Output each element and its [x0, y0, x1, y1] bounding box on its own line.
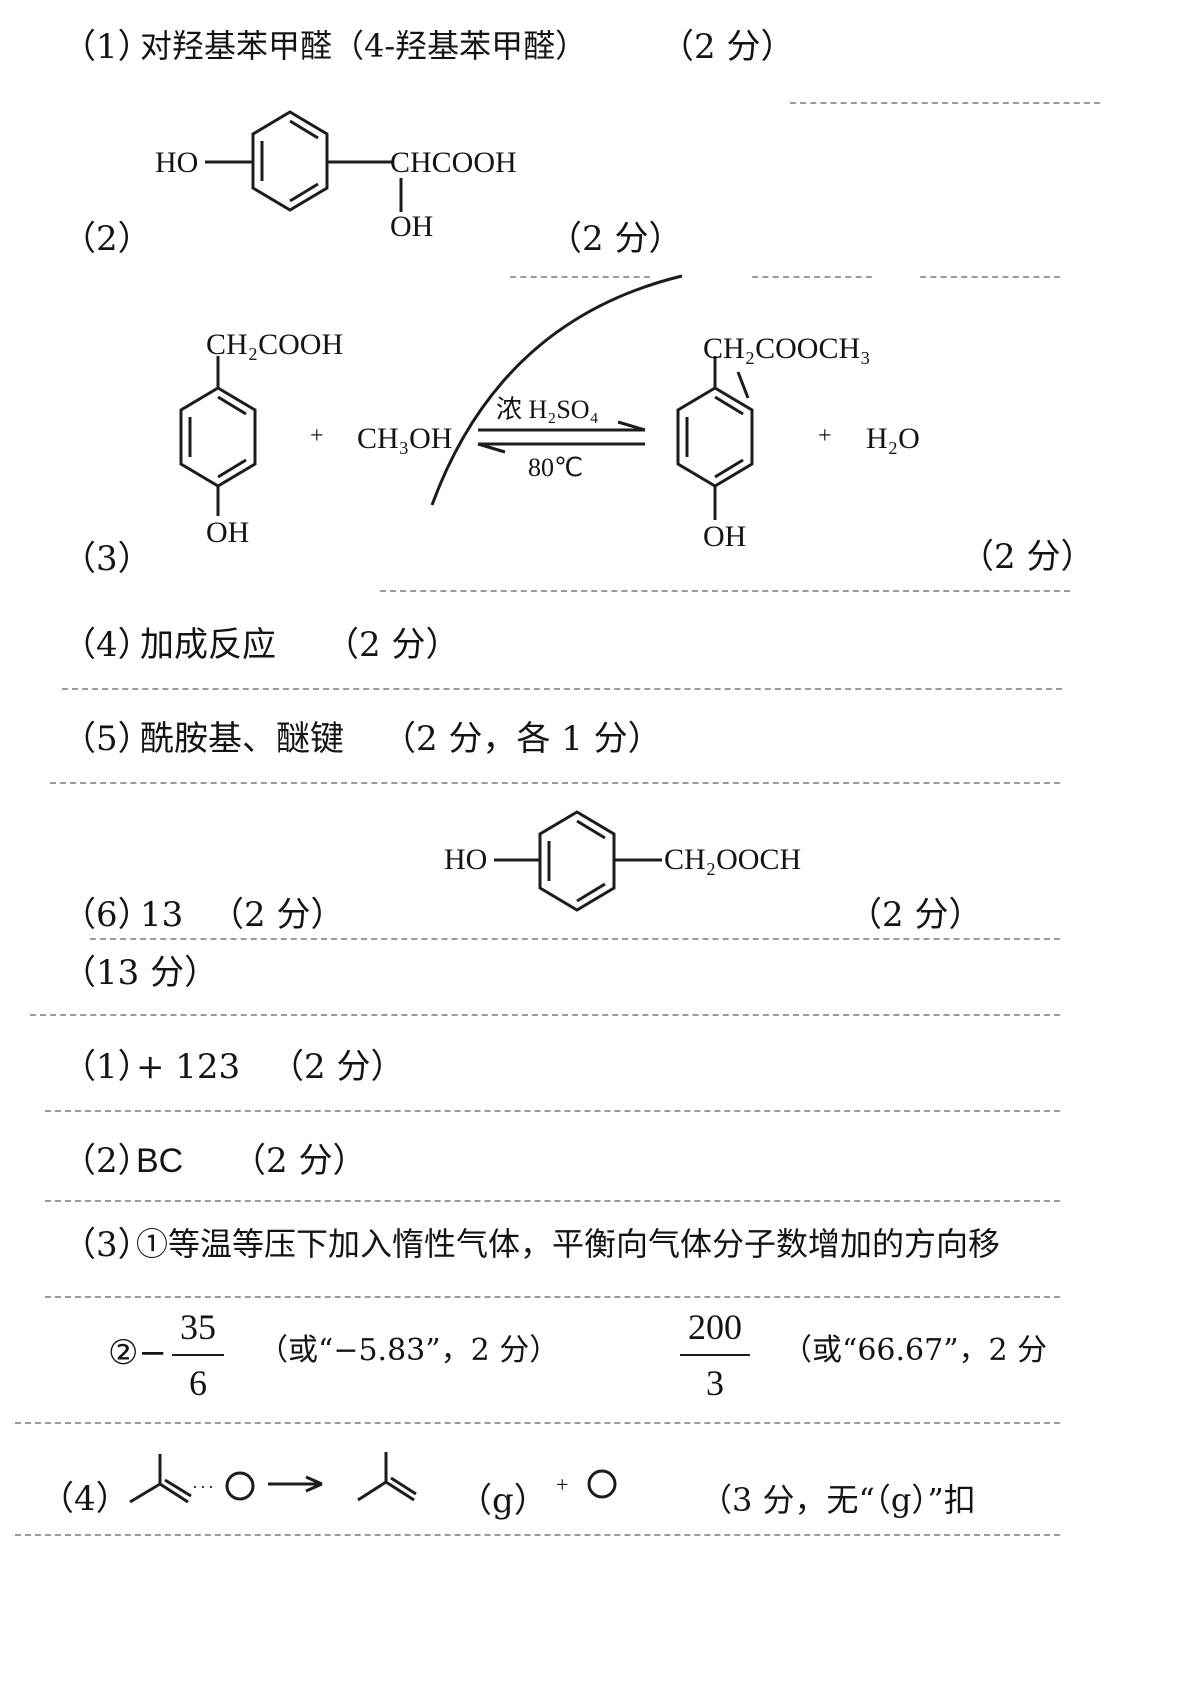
q6-score: （2 分）	[210, 895, 345, 935]
p2-score: （2 分）	[232, 1141, 367, 1181]
fraction-numerator: 200	[688, 1307, 742, 1347]
q3-number: （3）	[62, 539, 152, 579]
p2-answer: BC	[136, 1142, 184, 1180]
divider	[45, 1296, 1060, 1298]
p4-dots: ···	[192, 1477, 216, 1497]
divider	[510, 276, 650, 278]
section2-total: （13 分）	[62, 953, 219, 993]
q3-plus: +	[310, 423, 324, 449]
fraction-35-over-6: 35 6	[172, 1306, 224, 1404]
q6-benzene-ring	[494, 810, 662, 912]
p2-number: （2）	[62, 1141, 152, 1181]
q6-struct-score: （2 分）	[848, 895, 983, 935]
q3-condition-temp: 80℃	[528, 453, 584, 482]
p3-frac2-note: （或“66.67”，2 分	[782, 1333, 1048, 1368]
p3-number: （3）	[62, 1225, 152, 1265]
q2-benzene-ring	[205, 110, 403, 212]
q6-ho-label: HO	[444, 843, 488, 876]
divider	[15, 1422, 1060, 1424]
q1-number: （1）	[62, 27, 152, 67]
q2-chcooh-label: CHCOOH	[390, 146, 517, 179]
q2-number: （2）	[62, 219, 152, 259]
q2-ho-label: HO	[155, 146, 199, 179]
q3-plus: +	[818, 423, 832, 449]
q6-answer: 13	[140, 895, 184, 935]
divider	[90, 938, 1060, 940]
divider	[50, 782, 1060, 784]
p4-note: （3 分，无“（g）”扣	[700, 1481, 976, 1519]
fraction-bar	[680, 1354, 750, 1356]
fraction-denominator: 3	[706, 1363, 724, 1403]
p3-sub2-prefix: ②−	[108, 1333, 167, 1373]
q3-condition-acid: 浓 H₂SO₄	[496, 395, 599, 424]
p4-plus: +	[556, 1472, 569, 1497]
q3-score: （2 分）	[960, 537, 1095, 577]
q1-answer: 对羟基苯甲醛（4-羟基苯甲醛）	[140, 27, 588, 65]
q5-answer: 酰胺基、醚键	[140, 719, 344, 759]
p1-number: （1）	[62, 1047, 152, 1087]
q4-answer: 加成反应	[140, 625, 276, 665]
fraction-denominator: 6	[189, 1363, 207, 1403]
p3-answer: ①等温等压下加入惰性气体，平衡向气体分子数增加的方向移	[136, 1225, 1001, 1263]
divider	[45, 1110, 1060, 1112]
divider	[30, 1014, 1060, 1016]
p4-state: （g）	[458, 1481, 548, 1521]
divider	[62, 688, 1062, 690]
q4-number: （4）	[62, 625, 152, 665]
divider	[752, 276, 872, 278]
q3-product-ester: CH₂COOCH₃	[703, 332, 871, 365]
p1-score: （2 分）	[270, 1047, 405, 1087]
divider	[380, 590, 1070, 592]
p4-number: （4）	[40, 1479, 130, 1519]
q6-number: （6）	[62, 895, 152, 935]
fraction-numerator: 35	[180, 1307, 216, 1347]
p1-answer: + 123	[136, 1047, 241, 1087]
q3-product-oh: OH	[703, 520, 747, 553]
divider	[790, 102, 1100, 104]
q3-methanol: CH₃OH	[357, 422, 453, 455]
q3-water: H₂O	[866, 422, 920, 455]
p4-reaction-diagram	[129, 1452, 617, 1504]
q6-ch2oooch-label: CH₂OOCH	[664, 843, 802, 876]
divider	[15, 1534, 1060, 1536]
fraction-200-over-3: 200 3	[680, 1306, 750, 1404]
q2-oh-label: OH	[390, 210, 434, 243]
q2-score: （2 分）	[548, 219, 683, 259]
q4-score: （2 分）	[325, 625, 460, 665]
q3-reaction-diagram	[179, 274, 754, 520]
q3-reactant-oh: OH	[206, 516, 250, 549]
fraction-bar	[172, 1354, 224, 1356]
divider	[45, 1200, 1060, 1202]
divider	[920, 276, 1060, 278]
q5-number: （5）	[62, 719, 152, 759]
q1-score: （2 分）	[660, 27, 795, 67]
q5-score: （2 分，各 1 分）	[382, 719, 662, 759]
q3-reactant-ch2cooh: CH₂COOH	[206, 328, 344, 361]
p3-frac1-note: （或“−5.83”，2 分）	[258, 1333, 560, 1368]
